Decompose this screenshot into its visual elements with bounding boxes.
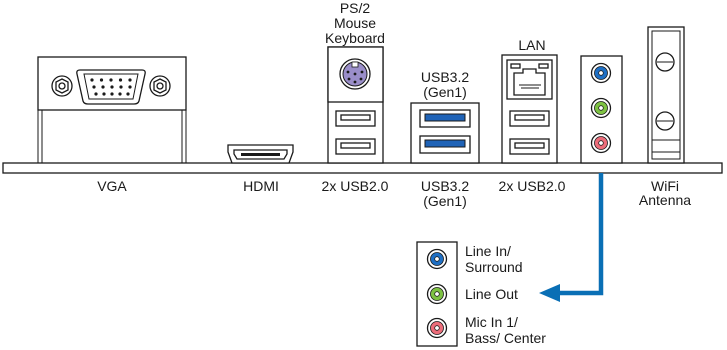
hdmi-port [227, 144, 294, 164]
vga-pin [101, 85, 105, 89]
audio-jack-blue-icon [590, 62, 612, 84]
ps2-port-icon [339, 58, 371, 90]
usb32-top-label-line2: (Gen1) [423, 84, 467, 100]
vga-pin [119, 85, 123, 89]
legend-surround-label: Surround [465, 259, 523, 275]
vga-pin [128, 85, 132, 89]
vga-pin [118, 92, 122, 96]
audio-jack-pink-icon [590, 132, 612, 154]
audio-jack-stack [580, 55, 623, 164]
vga-label: VGA [97, 178, 127, 194]
vga-pin [110, 92, 114, 96]
vga-pin [92, 85, 96, 89]
vga-pin [110, 85, 114, 89]
legend-jack-pink-icon [426, 317, 448, 339]
wifi-antenna-bracket [647, 26, 685, 164]
vga-pins [90, 78, 132, 96]
usb20-port-right-top [509, 110, 550, 127]
usb32-port-bottom [419, 135, 471, 154]
vga-pin [118, 78, 123, 82]
legend-jack-green-icon [426, 283, 448, 305]
vga-pin [128, 78, 132, 82]
usb20-port-left-bottom [335, 138, 376, 155]
ps2-usb20-stack [327, 46, 384, 164]
legend-jack-blue-icon [426, 248, 448, 270]
io-shield-baseline [2, 162, 723, 174]
vga-pin [99, 78, 104, 82]
ps2-label-line3: Keyboard [325, 30, 385, 46]
lan-usb20-stack [501, 54, 558, 164]
wifi-label-line1: WiFi [651, 178, 679, 194]
lan-port-icon [506, 59, 553, 100]
usb20-port-right-bottom [509, 138, 550, 155]
hdmi-label: HDMI [243, 178, 279, 194]
vga-pin [102, 92, 106, 96]
audio-callout-arrow [539, 173, 604, 302]
vga-port [37, 56, 187, 163]
audio-legend: Line In/ Surround Line Out Mic In 1/ Bas… [416, 241, 546, 347]
usb32-bottom-label-line2: (Gen1) [423, 193, 467, 209]
wifi-antenna-hole-bottom-icon [655, 111, 675, 131]
legend-line-in-label: Line In/ [465, 243, 511, 259]
vga-pin [90, 78, 94, 82]
usb20-right-label: 2x USB2.0 [499, 178, 566, 194]
usb32-stack [410, 102, 480, 164]
legend-bass-center-label: Bass/ Center [465, 330, 546, 346]
wifi-label-line2: Antenna [639, 192, 691, 208]
vga-screw-left-icon [51, 75, 73, 97]
usb20-left-label: 2x USB2.0 [322, 178, 389, 194]
vga-pin [126, 92, 130, 96]
usb32-bottom-label-line1: USB3.2 [421, 178, 469, 194]
wifi-antenna-hole-top-icon [655, 52, 675, 72]
vga-pin [109, 78, 113, 82]
vga-screw-right-icon [149, 75, 171, 97]
audio-jack-green-icon [590, 97, 612, 119]
usb20-port-left-top [335, 110, 376, 127]
usb32-top-label-line1: USB3.2 [421, 69, 469, 85]
legend-line-out-label: Line Out [465, 286, 518, 302]
ps2-label-line1: PS/2 [340, 0, 371, 16]
usb32-port-top [419, 109, 471, 128]
vga-pin [94, 92, 98, 96]
ps2-label-line2: Mouse [334, 15, 376, 31]
lan-label: LAN [518, 37, 545, 53]
legend-mic-in-label: Mic In 1/ [465, 314, 518, 330]
